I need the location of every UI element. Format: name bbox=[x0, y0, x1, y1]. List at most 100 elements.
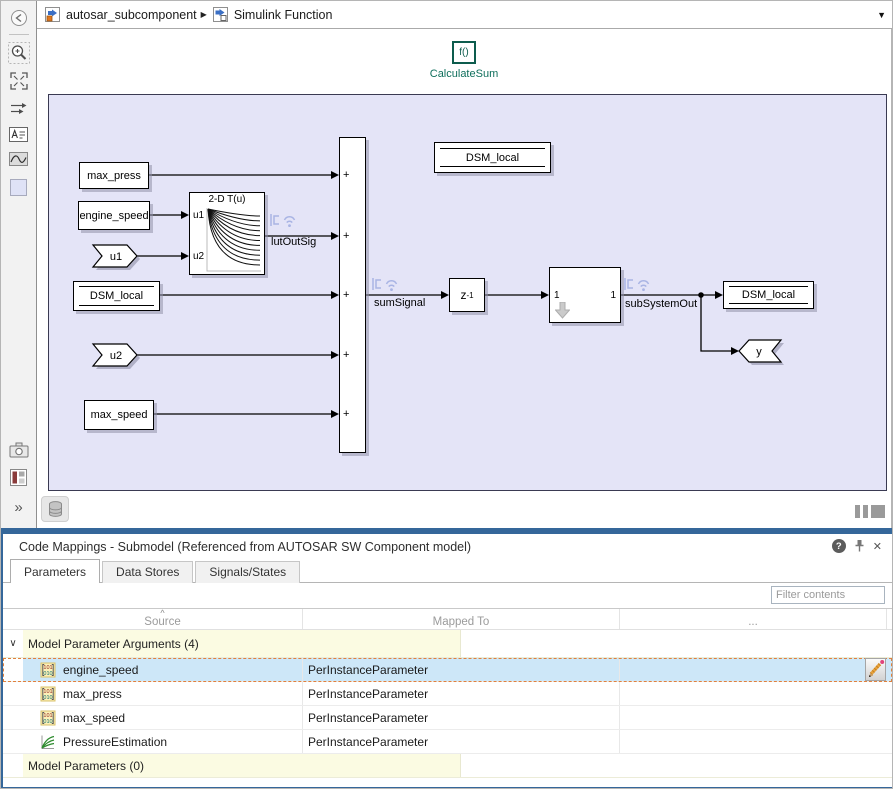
block-max-speed[interactable]: max_speed bbox=[84, 400, 154, 430]
mapped-to-value: PerInstanceParameter bbox=[308, 734, 429, 749]
block-lookup-table[interactable]: 2-D T(u) u1 u2 bbox=[189, 192, 265, 275]
table-row[interactable]: PressureEstimation PerInstanceParameter bbox=[3, 730, 892, 754]
block-unit-delay[interactable]: z-1 bbox=[449, 278, 485, 312]
parameter-icon: 101 010 bbox=[40, 710, 56, 725]
block-label: max_speed bbox=[90, 409, 148, 421]
mapped-to-cell: PerInstanceParameter bbox=[303, 730, 620, 753]
collapse-chevron-icon[interactable]: ∨ bbox=[9, 637, 17, 649]
parameter-icon: 101 010 bbox=[40, 662, 56, 677]
block-engine-speed[interactable]: engine_speed bbox=[78, 201, 150, 230]
block-subsystem[interactable]: 1 1 bbox=[549, 267, 621, 323]
column-header-mapped-to[interactable]: Mapped To bbox=[303, 609, 620, 629]
data-browser-button[interactable] bbox=[41, 496, 69, 522]
svg-text:010: 010 bbox=[43, 671, 52, 677]
edit-mapping-button[interactable] bbox=[865, 658, 886, 681]
function-trigger-block[interactable]: f() bbox=[452, 41, 476, 64]
tab-parameters[interactable]: Parameters bbox=[10, 559, 101, 583]
column-header-label: Mapped To bbox=[432, 616, 490, 628]
screenshot-button[interactable] bbox=[1, 442, 36, 458]
signal-logging-icon[interactable] bbox=[269, 211, 299, 231]
back-button[interactable] bbox=[1, 8, 36, 28]
wire-arrowheads bbox=[181, 171, 739, 418]
svg-text:101: 101 bbox=[43, 665, 52, 671]
delay-base: z bbox=[460, 288, 467, 302]
signal-wire[interactable] bbox=[137, 174, 731, 415]
signal-name-label[interactable]: subSystemOut bbox=[625, 298, 698, 310]
back-icon bbox=[10, 10, 27, 26]
column-header-label: ... bbox=[748, 616, 758, 628]
source-cell: PressureEstimation bbox=[23, 730, 303, 753]
signal-wires[interactable]: u1 u2 y bbox=[37, 29, 892, 528]
fit-to-view-button[interactable] bbox=[1, 72, 36, 90]
signal-logging-icon[interactable] bbox=[623, 275, 653, 295]
row-gutter bbox=[3, 706, 23, 729]
area-box-icon bbox=[10, 179, 27, 196]
table-row[interactable]: 101 010 max_speed PerInstanceParameter bbox=[3, 706, 892, 730]
group-label: Model Parameter Arguments (4) bbox=[28, 636, 199, 651]
block-data-store-write[interactable]: DSM_local bbox=[723, 281, 814, 309]
panel-layout-icon[interactable] bbox=[855, 505, 887, 518]
group-row-model-parameter-arguments[interactable]: ∨ Model Parameter Arguments (4) bbox=[3, 630, 892, 658]
breadcrumb-item-function[interactable]: Simulink Function bbox=[212, 7, 333, 22]
subsystem-icon bbox=[212, 7, 228, 22]
row-gutter bbox=[3, 658, 23, 681]
svg-text:010: 010 bbox=[43, 695, 52, 701]
group-row-model-parameters[interactable]: Model Parameters (0) bbox=[3, 754, 892, 778]
block-data-store-read[interactable]: DSM_local bbox=[73, 281, 160, 311]
column-header-more[interactable]: ... bbox=[620, 609, 887, 629]
image-button[interactable] bbox=[1, 152, 36, 166]
mapped-to-value: PerInstanceParameter bbox=[308, 662, 429, 677]
block-sum[interactable]: + + + + + bbox=[339, 137, 366, 453]
annotation-button[interactable] bbox=[1, 127, 36, 142]
viewmarks-button[interactable] bbox=[1, 469, 36, 486]
breadcrumb-label: Simulink Function bbox=[233, 7, 333, 22]
signal-lines-button[interactable] bbox=[1, 101, 36, 116]
block-label: engine_speed bbox=[79, 209, 149, 222]
filter-input[interactable] bbox=[771, 586, 885, 604]
panel-title: Code Mappings - Submodel (Referenced fro… bbox=[19, 540, 472, 554]
sum-plus: + bbox=[343, 230, 350, 242]
breadcrumb-dropdown-icon[interactable]: ▼ bbox=[877, 10, 886, 20]
zoom-in-icon bbox=[7, 42, 30, 64]
breadcrumb-item-model[interactable]: autosar_subcomponent bbox=[45, 7, 197, 22]
tab-data-stores[interactable]: Data Stores bbox=[102, 561, 194, 583]
zoom-button[interactable] bbox=[1, 42, 36, 64]
model-canvas[interactable]: f() CalculateSum bbox=[37, 29, 892, 528]
table-row[interactable]: 101 010 max_press PerInstanceParameter bbox=[3, 682, 892, 706]
block-label: max_press bbox=[87, 169, 141, 182]
column-header-source[interactable]: ^ Source bbox=[23, 608, 303, 629]
breadcrumb-separator-icon: ▶ bbox=[200, 10, 207, 19]
panel-splitter[interactable] bbox=[1, 528, 892, 534]
signal-name-label[interactable]: lutOutSig bbox=[271, 236, 317, 248]
table-row[interactable]: 101 010 engine_speed PerInstanceParamete… bbox=[3, 658, 892, 682]
signal-name-label[interactable]: sumSignal bbox=[374, 297, 426, 309]
input-port-u2[interactable]: u2 bbox=[91, 343, 138, 367]
block-label: DSM_local bbox=[465, 151, 520, 164]
pin-button[interactable] bbox=[854, 539, 865, 553]
code-mappings-panel: Code Mappings - Submodel (Referenced fro… bbox=[1, 534, 892, 788]
toolbar-divider bbox=[9, 34, 29, 35]
dsm-line bbox=[729, 286, 808, 287]
signal-logging-icon[interactable] bbox=[371, 275, 401, 295]
expand-toolbar-button[interactable]: » bbox=[1, 499, 36, 516]
mapped-to-value: PerInstanceParameter bbox=[308, 686, 429, 701]
subsystem-outport-label: 1 bbox=[610, 290, 616, 301]
row-gutter bbox=[3, 682, 23, 705]
input-port-u1[interactable]: u1 bbox=[91, 244, 138, 268]
block-max-press[interactable]: max_press bbox=[79, 162, 149, 189]
pencil-icon bbox=[869, 660, 885, 677]
block-data-store-memory[interactable]: DSM_local bbox=[434, 142, 551, 173]
sum-plus: + bbox=[343, 408, 350, 420]
block-label: DSM_local bbox=[741, 289, 796, 301]
subsystem-inport-label: 1 bbox=[554, 290, 560, 301]
area-button[interactable] bbox=[1, 179, 36, 196]
actions-cell bbox=[620, 730, 887, 753]
sort-ascending-icon: ^ bbox=[160, 608, 165, 618]
panel-tabs: Parameters Data Stores Signals/States bbox=[3, 559, 892, 583]
tab-label: Parameters bbox=[24, 565, 87, 579]
tab-signals-states[interactable]: Signals/States bbox=[195, 561, 301, 583]
output-port-y[interactable]: y bbox=[738, 339, 783, 363]
function-symbol: f() bbox=[459, 47, 469, 58]
close-button[interactable]: ✕ bbox=[872, 540, 882, 553]
help-button[interactable]: ? bbox=[831, 539, 846, 553]
